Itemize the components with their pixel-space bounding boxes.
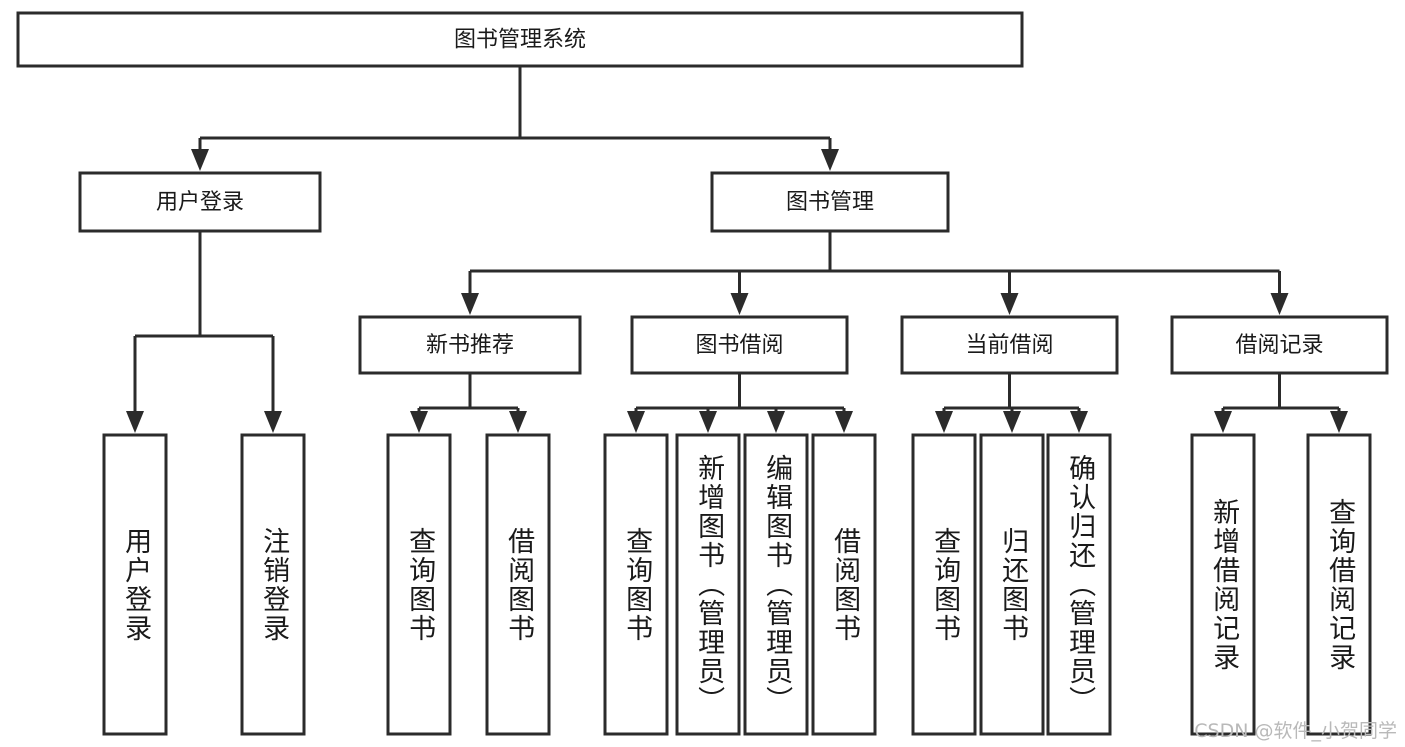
bookmgmt-to-level3-arrow-3: [1270, 293, 1289, 315]
userlogin-to-leaves-arrow-0: [126, 411, 144, 433]
node-leaf-borrow-book[interactable]: [811, 433, 877, 736]
node-book-management-rect: [710, 171, 950, 233]
node-leaf-logout[interactable]: [240, 433, 306, 736]
node-leaf-return-book-rect: [979, 433, 1045, 736]
node-leaf-add-borrow-record[interactable]: [1190, 433, 1256, 736]
node-borrow-record-rect: [1170, 315, 1389, 375]
node-leaf-query-book-current[interactable]: [911, 433, 977, 736]
watermark-text: CSDN @软件_小贺同学: [1194, 720, 1397, 742]
node-leaf-query-book-borrow[interactable]: [603, 433, 669, 736]
bookmgmt-to-level3-arrow-1: [730, 293, 749, 315]
node-book-management-label: 图书管理: [786, 190, 874, 215]
node-leaf-confirm-return-admin[interactable]: [1046, 433, 1112, 736]
node-root[interactable]: 图书管理系统: [16, 11, 1024, 68]
node-book-borrow[interactable]: 图书借阅: [630, 315, 849, 375]
book-borrow-to-leaves-arrow-0: [627, 411, 645, 433]
current-borrow-to-leaves-arrow-2: [1070, 411, 1088, 433]
current-borrow-to-leaves-arrow-0: [935, 411, 953, 433]
node-user-login-label: 用户登录: [156, 190, 244, 215]
node-borrow-record-label: 借阅记录: [1235, 333, 1323, 358]
new-book-recommend-to-leaves-arrow-1: [509, 411, 527, 433]
bookmgmt-to-level3-arrow-2: [1000, 293, 1019, 315]
node-borrow-record[interactable]: 借阅记录: [1170, 315, 1389, 375]
book-borrow-to-leaves-arrow-1: [699, 411, 717, 433]
node-current-borrow-rect: [900, 315, 1119, 375]
node-current-borrow-label: 当前借阅: [965, 333, 1053, 358]
node-leaf-edit-book-admin-rect: [743, 433, 809, 736]
node-leaf-query-borrow-record-rect: [1306, 433, 1372, 736]
node-book-management[interactable]: 图书管理: [710, 171, 950, 233]
book-borrow-to-leaves-arrow-3: [835, 411, 853, 433]
node-book-borrow-rect: [630, 315, 849, 375]
node-new-book-recommend-rect: [358, 315, 582, 375]
node-leaf-add-book-admin[interactable]: [675, 433, 741, 736]
book-borrow-to-leaves-arrow-2: [767, 411, 785, 433]
root-to-level2-arrow-1: [821, 149, 839, 171]
bookmgmt-to-level3-arrow-0: [461, 293, 479, 315]
node-leaf-query-book-current-rect: [911, 433, 977, 736]
node-leaf-query-borrow-record[interactable]: [1306, 433, 1372, 736]
current-borrow-to-leaves-arrow-1: [1003, 411, 1021, 433]
node-leaf-logout-rect: [240, 433, 306, 736]
node-leaf-query-book-borrow-rect: [603, 433, 669, 736]
node-user-login[interactable]: 用户登录: [78, 171, 322, 233]
root-to-level2-arrow-0: [191, 149, 209, 171]
node-leaf-query-book-recommend-rect: [386, 433, 452, 736]
node-root-label: 图书管理系统: [454, 28, 586, 53]
node-new-book-recommend[interactable]: 新书推荐: [358, 315, 582, 375]
node-current-borrow[interactable]: 当前借阅: [900, 315, 1119, 375]
node-leaf-edit-book-admin[interactable]: [743, 433, 809, 736]
node-leaf-confirm-return-admin-rect: [1046, 433, 1112, 736]
node-leaf-borrow-book-recommend-rect: [485, 433, 551, 736]
node-new-book-recommend-label: 新书推荐: [426, 333, 514, 358]
borrow-record-to-leaves-arrow-1: [1330, 411, 1348, 433]
borrow-record-to-leaves-arrow-0: [1214, 411, 1232, 433]
node-leaf-add-book-admin-rect: [675, 433, 741, 736]
connector-layer: [126, 66, 1348, 433]
node-leaf-user-login[interactable]: [102, 433, 168, 736]
node-leaf-borrow-book-recommend[interactable]: [485, 433, 551, 736]
node-leaf-add-borrow-record-rect: [1190, 433, 1256, 736]
userlogin-to-leaves-arrow-1: [264, 411, 282, 433]
node-leaf-return-book[interactable]: [979, 433, 1045, 736]
node-root-rect: [16, 11, 1024, 68]
node-book-borrow-label: 图书借阅: [695, 333, 783, 358]
node-leaf-user-login-rect: [102, 433, 168, 736]
node-user-login-rect: [78, 171, 322, 233]
node-leaf-query-book-recommend[interactable]: [386, 433, 452, 736]
new-book-recommend-to-leaves-arrow-0: [410, 411, 428, 433]
node-leaf-borrow-book-rect: [811, 433, 877, 736]
